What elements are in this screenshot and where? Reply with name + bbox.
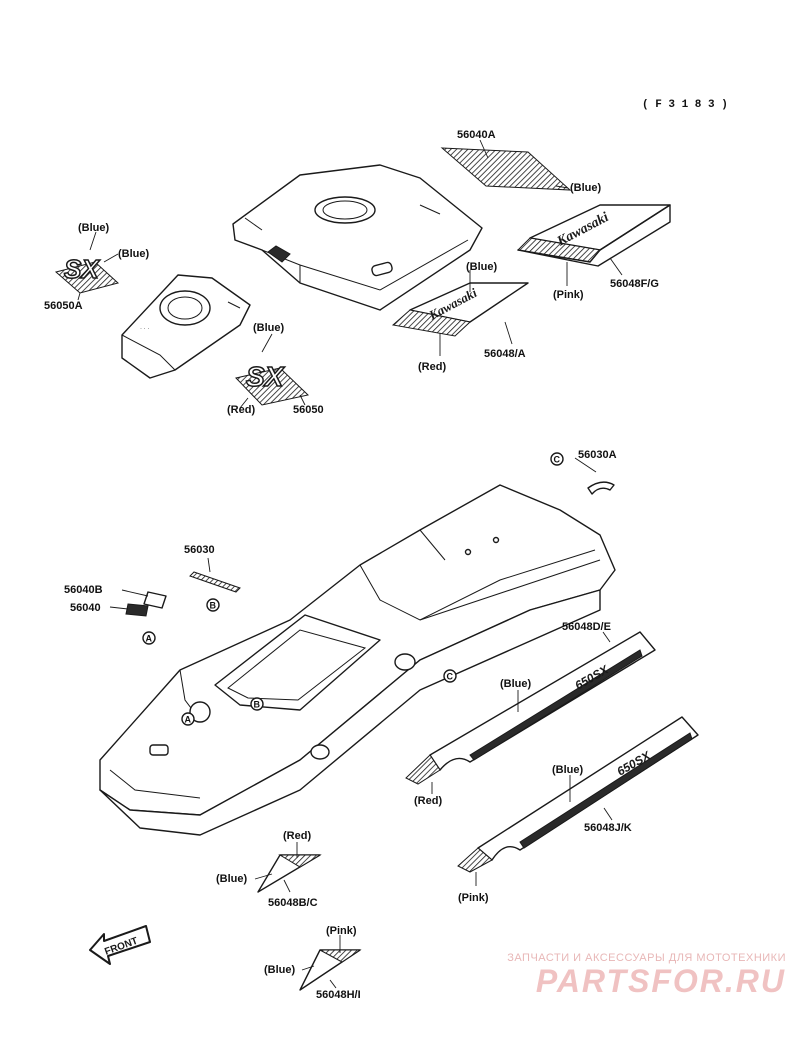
color-label: (Pink) xyxy=(326,925,357,937)
part-number-label: 56050 xyxy=(293,404,324,416)
part-number-label: 56030A xyxy=(578,449,617,461)
part-number-label: 56040 xyxy=(70,602,101,614)
color-label: (Pink) xyxy=(458,892,489,904)
watermark-tagline: ЗАПЧАСТИ И АКСЕССУАРЫ ДЛЯ МОТОТЕХНИКИ xyxy=(507,952,786,964)
decal-56050: SX (Blue) (Red) 56050 xyxy=(227,322,324,416)
decal-56048A: Kawasaki (Blue) (Red) 56048/A xyxy=(391,261,529,373)
color-label: (Blue) xyxy=(216,873,248,885)
color-label: (Red) xyxy=(414,795,442,807)
decal-56048HI: (Pink) (Blue) 56048H/I xyxy=(264,925,362,1001)
sx-logo: SX xyxy=(246,361,286,392)
part-number-label: 56040B xyxy=(64,584,103,596)
part-number-label: 56040A xyxy=(457,129,496,141)
part-number-label: 56048B/C xyxy=(268,897,318,909)
color-label: (Blue) xyxy=(264,964,296,976)
watermark: ЗАПЧАСТИ И АКСЕССУАРЫ ДЛЯ МОТОТЕХНИКИ PA… xyxy=(486,952,786,998)
watermark-brand: PARTSFOR.RU xyxy=(535,963,786,999)
callout-b: B xyxy=(210,601,217,611)
handle-pole-cover-part: · · · xyxy=(121,274,251,379)
color-label: (Blue) xyxy=(78,222,110,234)
decal-56048DE: 650SX 56048D/E (Blue) (Red) xyxy=(405,621,656,807)
color-label: (Red) xyxy=(418,361,446,373)
hull-body-part xyxy=(99,484,616,836)
decal-56048BC: (Red) (Blue) 56048B/C xyxy=(216,830,322,909)
part-number-label: 56030 xyxy=(184,544,215,556)
decal-56040B: 56040B xyxy=(64,584,167,609)
color-label: (Blue) xyxy=(253,322,285,334)
color-label: (Blue) xyxy=(570,182,602,194)
svg-text:B: B xyxy=(254,700,261,710)
callout-b-hull: B xyxy=(250,697,264,711)
front-direction-arrow: FRONT xyxy=(89,925,151,965)
decal-56030: B 56030 xyxy=(184,544,241,612)
callout-a: A xyxy=(146,634,153,644)
part-number-label: 56050A xyxy=(44,300,83,312)
part-number-label: 56048D/E xyxy=(562,621,611,633)
callout-a-hull: A xyxy=(181,712,195,726)
color-label: (Blue) xyxy=(500,678,532,690)
decal-56040A: 56040A (Blue) xyxy=(440,129,602,194)
decal-56030A: C 56030A xyxy=(550,449,617,495)
decal-56050A: SX (Blue) (Blue) 56050A xyxy=(44,222,150,312)
color-label: (Blue) xyxy=(466,261,498,273)
figure-number: ( F 3 1 8 3 ) xyxy=(642,99,728,111)
callout-c-hull: C xyxy=(443,669,457,683)
part-number-label: 56048/A xyxy=(484,348,526,360)
color-label: (Pink) xyxy=(553,289,584,301)
decal-56048FG: Kawasaki (Pink) 56048F/G xyxy=(516,204,671,301)
part-number-label: 56048H/I xyxy=(316,989,361,1001)
color-label: (Blue) xyxy=(118,248,150,260)
part-number-label: 56048J/K xyxy=(584,822,632,834)
engine-hood-part xyxy=(232,164,483,311)
sx-logo: SX xyxy=(64,254,100,284)
color-label: (Red) xyxy=(283,830,311,842)
part-number-label: 56048F/G xyxy=(610,278,659,290)
color-label: (Red) xyxy=(227,404,255,416)
svg-text:A: A xyxy=(185,715,192,725)
callout-c: C xyxy=(554,455,561,465)
svg-text:C: C xyxy=(447,672,454,682)
svg-text:· · ·: · · · xyxy=(140,326,149,332)
color-label: (Blue) xyxy=(552,764,584,776)
decal-56040: A 56040 xyxy=(70,602,156,645)
